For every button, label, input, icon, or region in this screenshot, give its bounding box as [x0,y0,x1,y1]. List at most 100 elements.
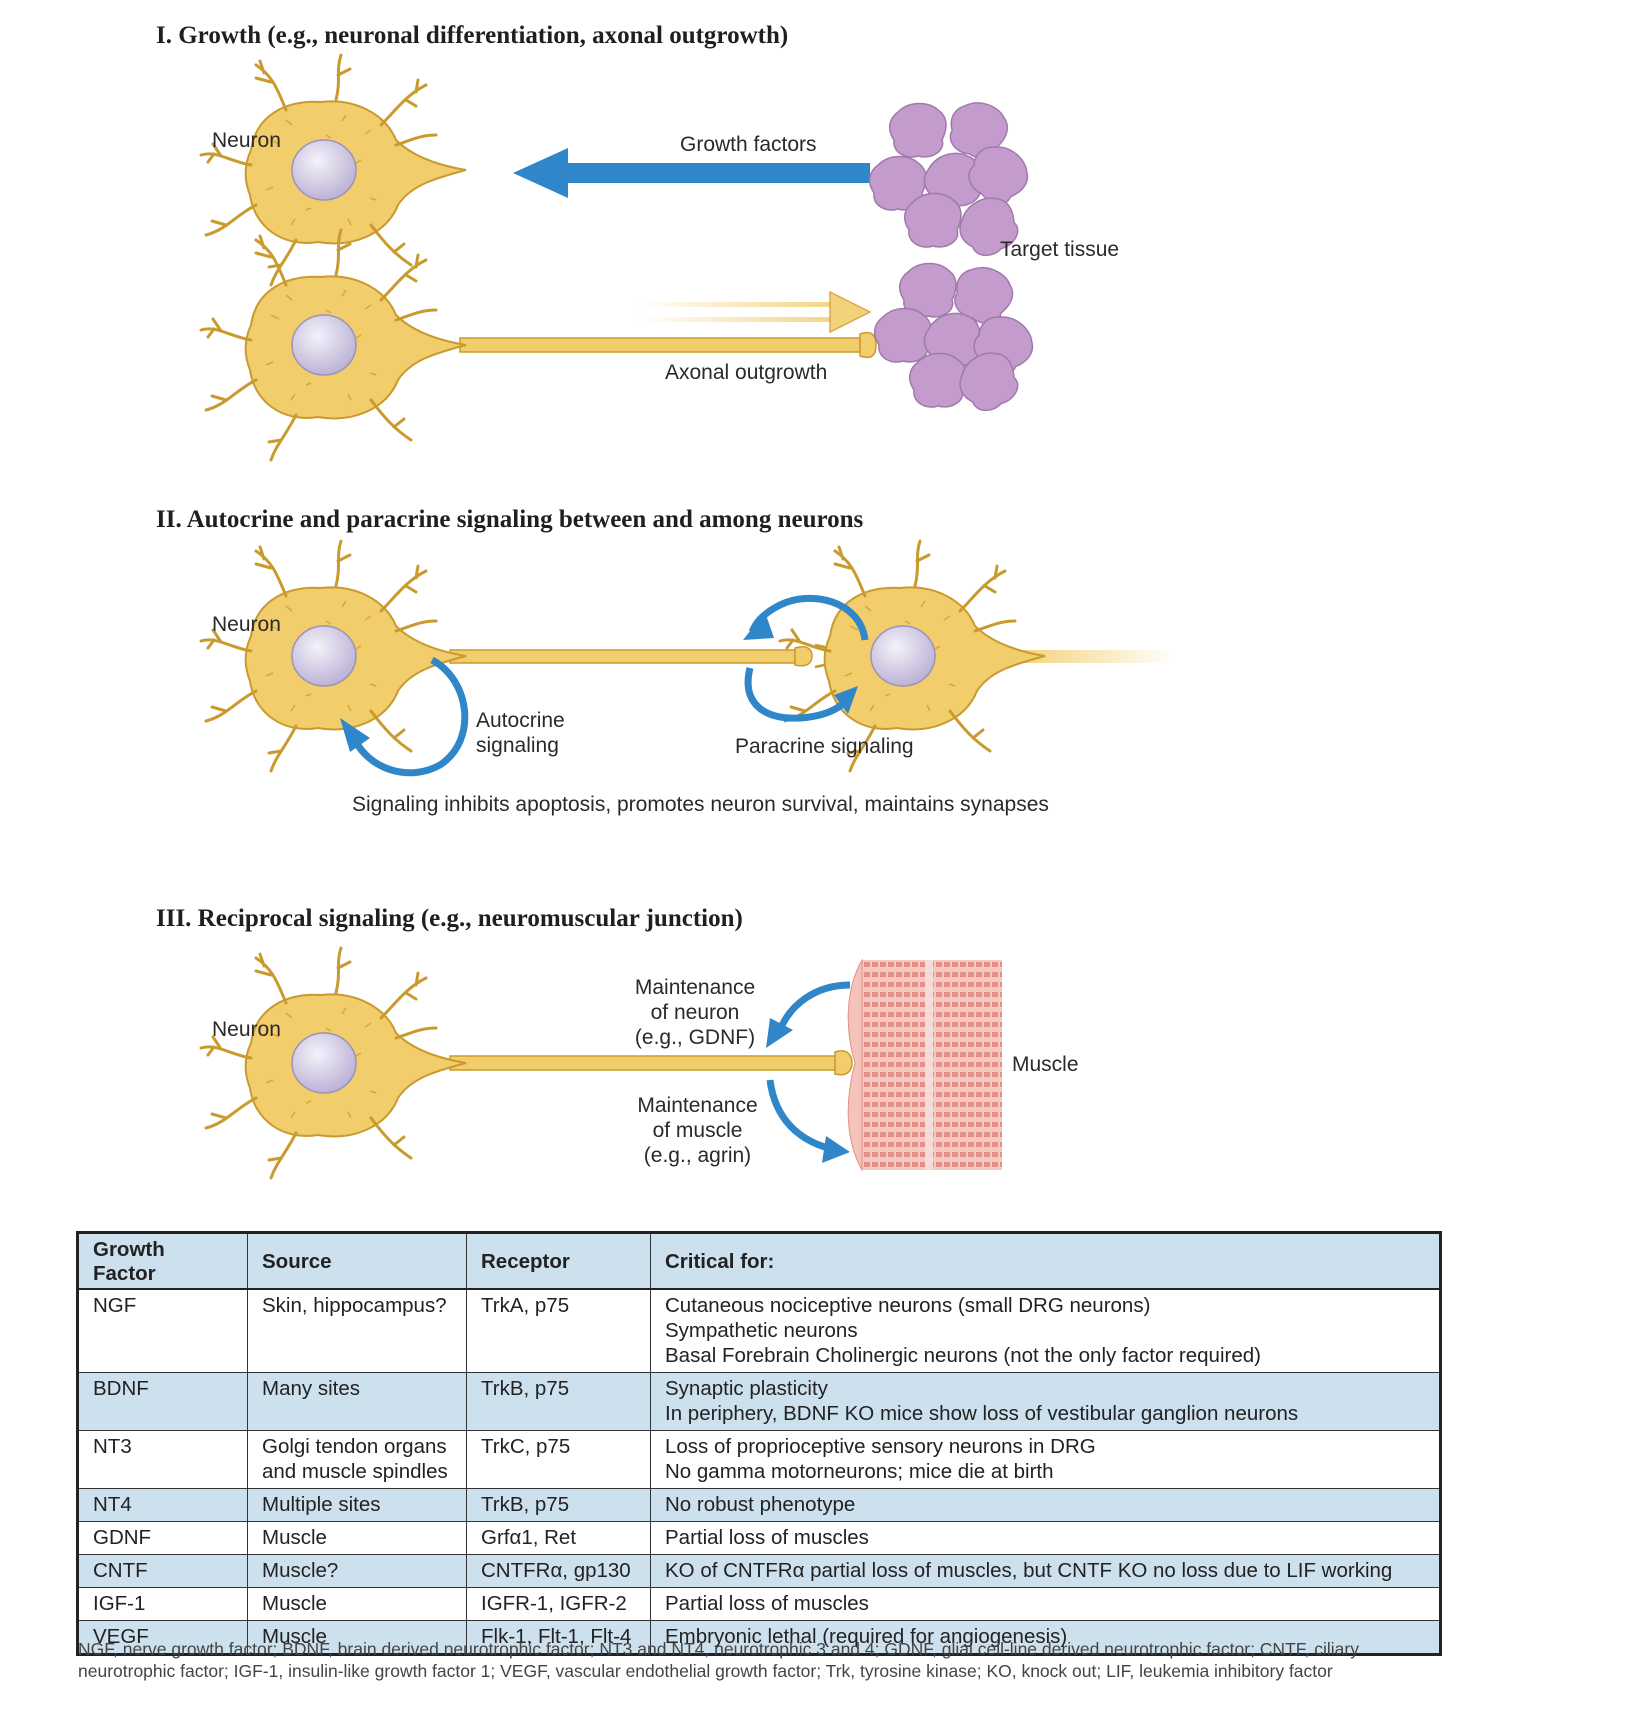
section-title-growth: I. Growth (e.g., neuronal differentiatio… [156,22,789,49]
cell-source: Skin, hippocampus? [247,1289,467,1373]
header-growth-factor: Growth Factor [77,1232,248,1290]
cell-source-line: Muscle [262,1526,327,1549]
cell-growth-factor-line: IGF-1 [93,1592,146,1615]
cell-growth-factor-line: NT4 [93,1493,132,1516]
muscle-fiber [847,958,1002,1172]
cell-critical-for: Partial loss of muscles [650,1587,1441,1621]
cell-receptor: Grfα1, Ret [466,1521,651,1555]
section-title-autocrine-paracrine: II. Autocrine and paracrine signaling be… [156,506,864,533]
table-row: BDNF Many sites TrkB, p75 Synaptic plastici… [77,1372,1441,1431]
cell-growth-factor-line: VEGF [93,1625,149,1648]
cell-source-line: Many sites [262,1377,360,1400]
cell-source-line: Golgi tendon organs [262,1435,447,1458]
muscle-label: Muscle [1012,1053,1079,1076]
cell-source: Many sites [247,1372,467,1431]
table-row: NT4 Multiple sites TrkB, p75 No robust phen… [77,1488,1441,1522]
cell-growth-factor: BDNF [77,1372,248,1431]
cell-growth-factor: CNTF [77,1554,248,1588]
cell-source-line: Muscle? [262,1559,339,1582]
cell-critical-for: Loss of proprioceptive sensory neurons i… [650,1430,1441,1489]
cell-receptor-line: TrkA, p75 [481,1294,570,1317]
maintenance-neuron-arrow [776,981,851,1032]
paracrine-label: Paracrine signaling [735,735,914,758]
growth-factors-label: Growth factors [680,133,817,156]
table-body: NGF Skin, hippocampus? TrkA, p75 Cutaneous … [77,1289,1441,1655]
cell-receptor-line: CNTFRα, gp130 [481,1559,631,1582]
cell-receptor: TrkA, p75 [466,1289,651,1373]
cell-critical-for-line: Partial loss of muscles [665,1526,869,1549]
cell-growth-factor-line: NT3 [93,1435,132,1458]
cell-receptor-line: TrkB, p75 [481,1377,570,1400]
cell-critical-for-line: Partial loss of muscles [665,1592,869,1615]
cell-source: Multiple sites [247,1488,467,1522]
neuron-label-2: Neuron [212,613,281,636]
autocrine-label-line1: Autocrine [476,709,565,732]
cell-source-line: and muscle spindles [262,1460,448,1483]
cell-receptor: TrkC, p75 [466,1430,651,1489]
maintenance-neuron-label-1: Maintenance [634,976,756,999]
neuron-top [199,53,468,287]
section-title-reciprocal: III. Reciprocal signaling (e.g., neuromu… [156,905,743,932]
cell-source: Muscle [247,1521,467,1555]
cell-growth-factor: IGF-1 [77,1587,248,1621]
neuron-outgrowth [199,228,877,462]
cell-receptor-line: TrkB, p75 [481,1493,570,1516]
cell-critical-for-line: No gamma motorneurons; mice die at birth [665,1460,1054,1483]
header-source: Source [247,1232,467,1290]
signaling-illustration [199,53,1175,1180]
cell-critical-for: Cutaneous nociceptive neurons (small DRG… [650,1289,1441,1373]
neuron-nmj [199,946,853,1180]
maintenance-neuron-label-2: of neuron [650,1001,740,1024]
cell-source-line: Muscle [262,1625,327,1648]
cell-growth-factor-line: NGF [93,1294,137,1317]
cell-receptor: TrkB, p75 [466,1372,651,1431]
cell-growth-factor-line: BDNF [93,1377,149,1400]
cell-receptor-line: TrkC, p75 [481,1435,571,1458]
maintenance-muscle-arrow [766,1079,830,1152]
signaling-note: Signaling inhibits apoptosis, promotes n… [352,793,1049,816]
growth-factors-arrow [513,148,870,198]
autocrine-arrow [351,656,469,777]
maintenance-muscle-label-1: Maintenance [637,1094,758,1117]
cell-critical-for: Partial loss of muscles [650,1521,1441,1555]
cell-critical-for-line: Embryonic lethal (required for angiogene… [665,1625,1068,1648]
maintenance-muscle-label-2: of muscle [652,1119,743,1142]
table-footnote: NGF, nerve growth factor; BDNF, brain de… [78,1639,1359,1681]
cell-receptor-line: Flk-1, Flt-1, Flt-4 [481,1625,632,1648]
table-row: NGF Skin, hippocampus? TrkA, p75 Cutaneous … [77,1289,1441,1373]
cell-critical-for-line: In periphery, BDNF KO mice show loss of … [665,1402,1299,1425]
cell-critical-for-line: KO of CNTFRα partial loss of muscles, bu… [665,1559,1393,1582]
cell-critical-for-line: Loss of proprioceptive sensory neurons i… [665,1435,1096,1458]
cell-critical-for-line: Synaptic plasticity [665,1377,828,1400]
neuron-left [199,539,813,773]
target-tissue-bottom [873,257,1043,420]
cell-growth-factor: NT3 [77,1430,248,1489]
cell-critical-for: No robust phenotype [650,1488,1441,1522]
cell-receptor-line: Grfα1, Ret [481,1526,577,1549]
cell-source: Muscle? [247,1554,467,1588]
target-tissue-label: Target tissue [1000,238,1120,261]
maintenance-muscle-label-3: (e.g., agrin) [643,1144,752,1167]
cell-source-line: Multiple sites [262,1493,381,1516]
cell-growth-factor-line: GDNF [93,1526,152,1549]
axonal-outgrowth-label: Axonal outgrowth [665,361,828,384]
axonal-outgrowth-arrow [636,290,872,334]
cell-growth-factor: NT4 [77,1488,248,1522]
cell-critical-for-line: Sympathetic neurons [665,1319,858,1342]
cell-receptor: Flk-1, Flt-1, Flt-4 [466,1620,651,1655]
neuron-label-3: Neuron [212,1018,281,1041]
cell-critical-for-line: No robust phenotype [665,1493,856,1516]
neuron-label-1: Neuron [212,129,281,152]
cell-critical-for-line: Basal Forebrain Cholinergic neurons (not… [665,1344,1261,1367]
cell-source-line: Skin, hippocampus? [262,1294,447,1317]
cell-critical-for: Embryonic lethal (required for angiogene… [650,1620,1441,1655]
maintenance-neuron-label-3: (e.g., GDNF) [634,1026,756,1049]
neuron-right [778,539,1175,773]
cell-growth-factor-line: CNTF [93,1559,148,1582]
header-receptor: Receptor [466,1232,651,1290]
cell-growth-factor: VEGF [77,1620,248,1655]
